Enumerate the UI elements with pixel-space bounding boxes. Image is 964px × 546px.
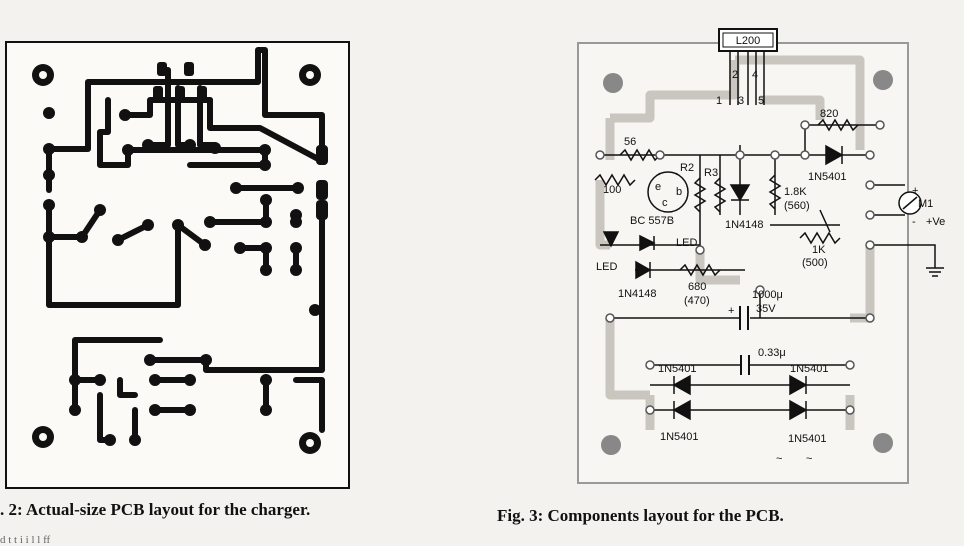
label-680: 680 — [688, 281, 706, 293]
label-820: 820 — [820, 108, 838, 120]
label-cap-plus: + — [728, 305, 734, 317]
label-pot-500: (500) — [802, 257, 828, 269]
bridge-diode-3 — [672, 399, 691, 421]
transistor-bc557b: e b c — [647, 171, 689, 213]
resistor-1k8 — [768, 174, 782, 210]
bridge-diode-2 — [789, 374, 808, 396]
label-cap-1000u: 1000μ — [752, 289, 783, 301]
capacitors — [739, 306, 750, 375]
label-bridge-3: 1N5401 — [660, 431, 699, 443]
pin-4: 4 — [752, 69, 758, 81]
label-bridge-1: 1N5401 — [658, 363, 697, 375]
ic-l200: L200 2 4 1 3 5 — [716, 28, 778, 107]
resistor-820 — [817, 118, 859, 132]
label-1k8: 1.8K — [784, 186, 807, 198]
diode-top — [825, 144, 844, 166]
transistor-c: c — [662, 197, 668, 209]
resistor-r2 — [693, 177, 707, 213]
led-mid-icon — [639, 234, 656, 252]
label-meter-plus: + — [912, 185, 918, 197]
label-cap-033u: 0.33μ — [758, 347, 786, 359]
label-470: (470) — [684, 295, 710, 307]
label-r2: R2 — [680, 162, 694, 174]
pcb-board — [5, 41, 350, 489]
figure-2-caption: . 2: Actual-size PCB layout for the char… — [0, 500, 311, 519]
label-plus-ve: +Ve — [926, 216, 945, 228]
label-ac-1: ~ — [776, 453, 782, 465]
label-m1: M1 — [918, 198, 933, 210]
label-pot-1k: 1K — [812, 244, 826, 256]
label-transistor: BC 557B — [630, 215, 674, 227]
label-bridge-2: 1N5401 — [790, 363, 829, 375]
label-meter-minus: - — [912, 216, 916, 228]
label-led-mid: LED — [676, 237, 697, 249]
bridge-diode-1 — [672, 374, 691, 396]
figure-3-caption: Fig. 3: Components layout for the PCB. — [497, 506, 784, 525]
pin-2: 2 — [732, 69, 738, 81]
diode-1n4148-mid — [729, 184, 751, 202]
label-ac-2: ~ — [806, 453, 812, 465]
diodes — [602, 144, 844, 421]
ic-label: L200 — [736, 35, 760, 47]
resistor-100 — [594, 173, 636, 187]
mount-holes — [601, 70, 893, 455]
label-1n5401-top: 1N5401 — [808, 171, 847, 183]
label-560: (560) — [784, 200, 810, 212]
pin-5: 5 — [758, 95, 764, 107]
label-100: 100 — [603, 184, 621, 196]
potentiometer — [799, 231, 841, 245]
pin-3: 3 — [738, 95, 744, 107]
label-r3: R3 — [704, 167, 718, 179]
label-bridge-4: 1N5401 — [788, 433, 827, 445]
label-56: 56 — [624, 136, 636, 148]
component-pads — [595, 120, 885, 415]
diode-1n4148-left — [635, 260, 652, 280]
label-1n4148-mid: 1N4148 — [725, 219, 764, 231]
ground-icon — [926, 267, 944, 277]
transistor-b: b — [676, 186, 682, 198]
cropped-edge-text: d t t i i l l ff — [0, 534, 51, 546]
label-1n4148-left: 1N4148 — [618, 288, 657, 300]
resistor-680 — [679, 263, 721, 277]
component-board: L200 2 4 1 3 5 — [577, 28, 945, 484]
label-cap-35v: 35V — [756, 303, 776, 315]
resistors — [594, 118, 859, 277]
led-left-icon — [602, 231, 620, 248]
label-led-left: LED — [596, 261, 617, 273]
transistor-e: e — [655, 181, 661, 193]
meter-m1 — [898, 191, 922, 215]
pcb-pads — [32, 62, 328, 454]
bridge-diode-4 — [789, 399, 808, 421]
resistor-r3 — [713, 177, 727, 213]
pin-1: 1 — [716, 95, 722, 107]
resistor-56 — [619, 148, 661, 162]
